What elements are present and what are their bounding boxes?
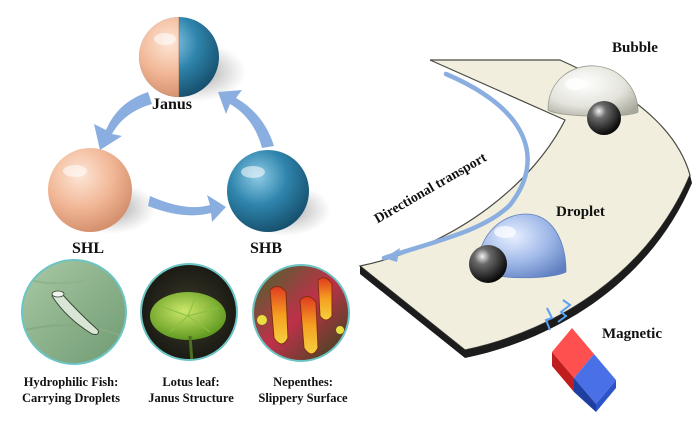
nepenthes-photo [252,264,350,362]
shb-label: SHB [250,240,283,257]
fish-caption: Hydrophilic Fish: Carrying Droplets [6,374,136,406]
bubble-magnetic-ball [587,101,621,135]
nepenthes-caption-line1: Nepenthes: [273,375,333,389]
arrow-shb-to-janus [218,90,274,148]
janus-sphere [139,17,246,102]
droplet [469,213,567,283]
fish-caption-line2: Carrying Droplets [21,391,121,405]
arrow-shl-to-shb [148,195,226,222]
magnetic-field-icon [557,299,572,323]
magnetic-label: Magnetic [602,326,662,342]
shl-sphere [48,148,156,234]
bubble-label: Bubble [612,40,658,56]
droplet-magnetic-ball [469,245,507,283]
shl-label: SHL [72,240,105,257]
nepenthes-caption-line2: Slippery Surface [258,391,348,405]
janus-label: Janus [152,96,193,113]
bubble [547,65,639,135]
shb-sphere [227,150,331,236]
lotus-leaf-photo [140,263,238,361]
lotus-caption: Lotus leaf: Janus Structure [136,374,246,406]
droplet-label: Droplet [556,204,605,220]
hydrophilic-fish-photo [21,259,127,365]
cycle-arrows [94,90,274,222]
arrow-janus-to-shl [94,92,152,150]
directional-arrow [381,71,530,261]
lotus-caption-line1: Lotus leaf: [162,375,220,389]
nepenthes-caption: Nepenthes: Slippery Surface [248,374,358,406]
lotus-caption-line2: Janus Structure [148,391,234,405]
fish-caption-line1: Hydrophilic Fish: [23,375,119,389]
magnet-icon [544,299,616,412]
